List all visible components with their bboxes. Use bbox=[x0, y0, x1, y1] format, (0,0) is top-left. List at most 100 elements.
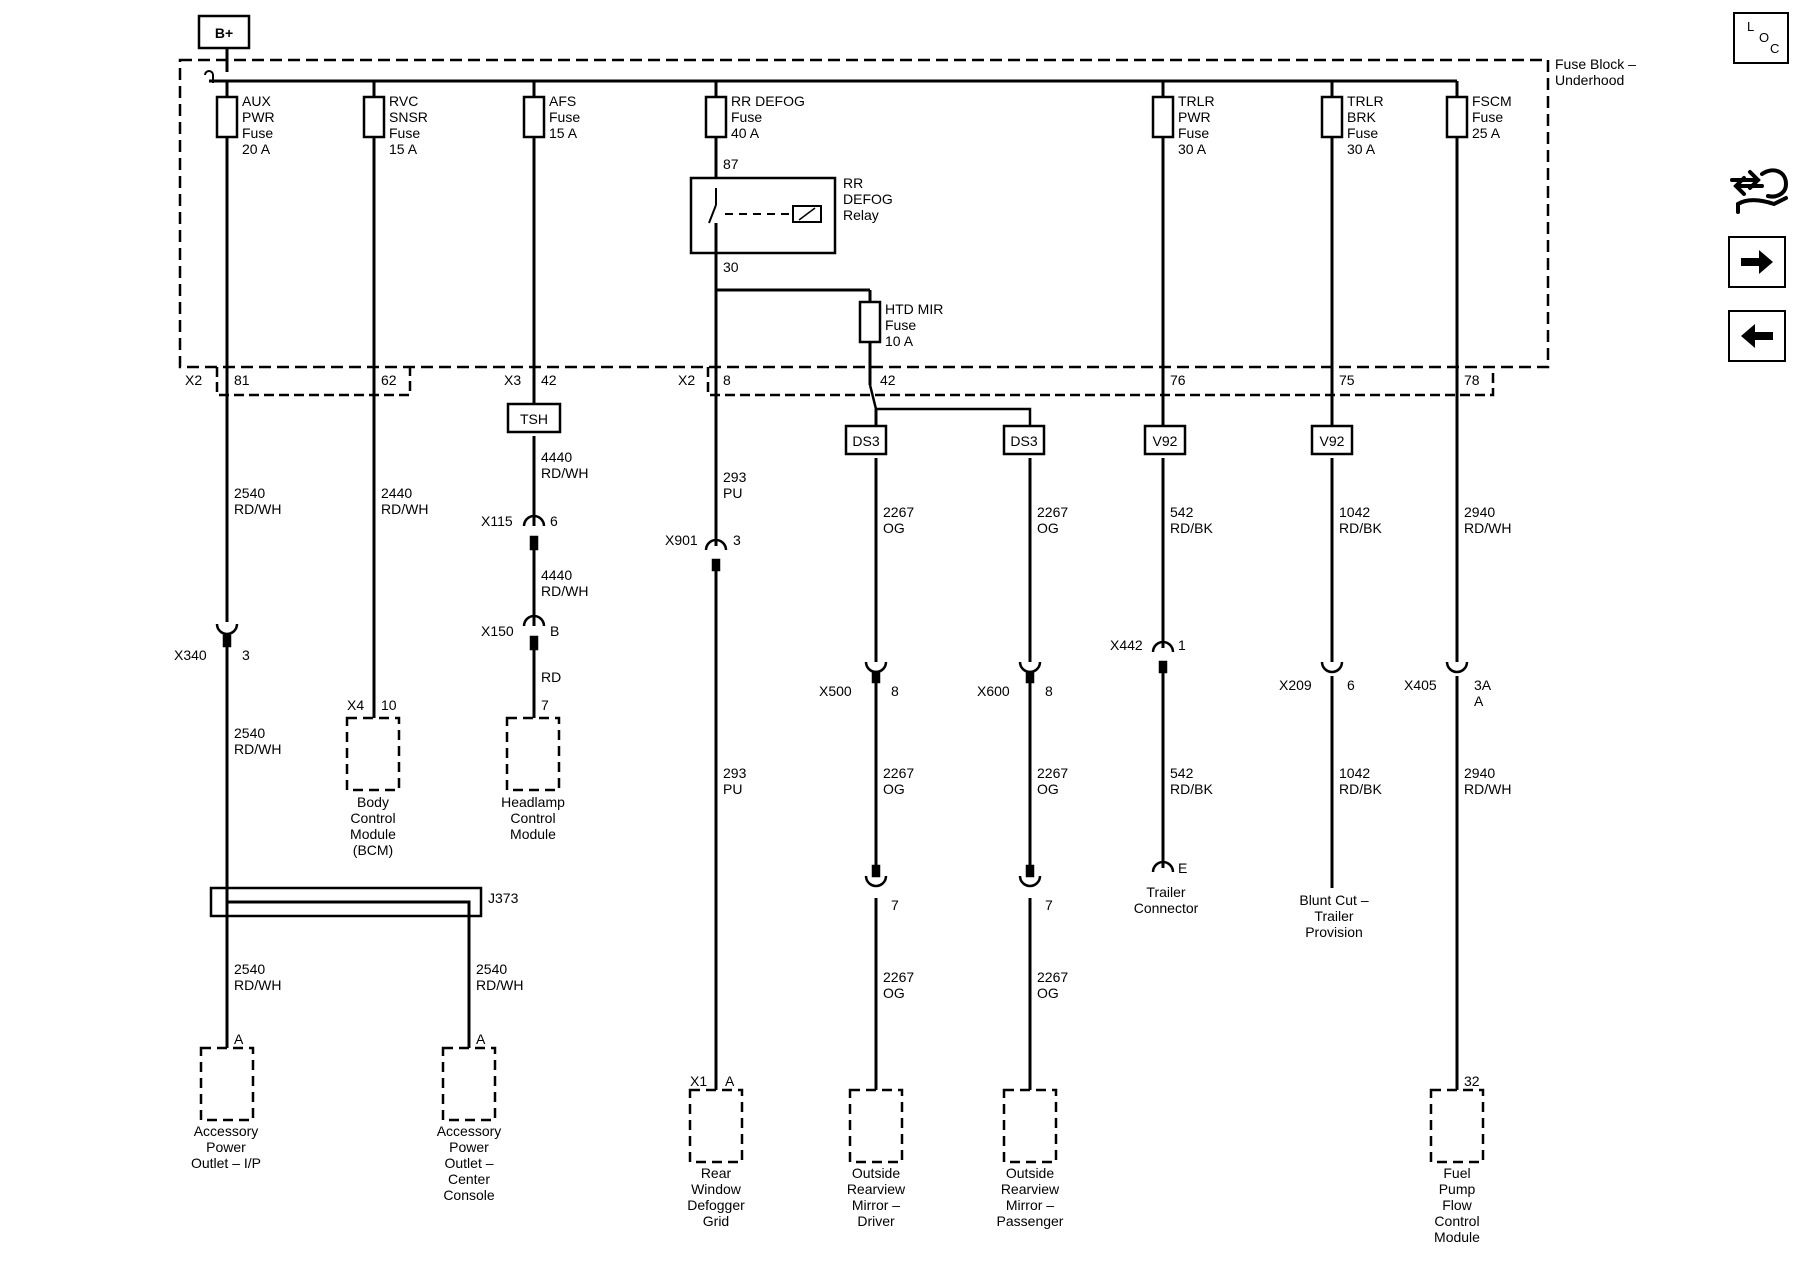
fuse-label: TRLR bbox=[1347, 93, 1384, 109]
wire-label: 2267 bbox=[883, 765, 914, 781]
component-name: Module bbox=[350, 826, 396, 842]
fuse-block-pin: 76 bbox=[1170, 372, 1186, 388]
relay-label: RR bbox=[843, 175, 863, 191]
v92-splice-box-pwr bbox=[1143, 424, 1187, 456]
j373-splice-block bbox=[209, 886, 483, 918]
component-name: Power bbox=[449, 1139, 489, 1155]
component-name: Grid bbox=[703, 1213, 729, 1229]
component-pin: 7 bbox=[541, 697, 549, 713]
component-name: Center bbox=[448, 1171, 490, 1187]
relay-label: Relay bbox=[843, 207, 879, 223]
wire-label: RD/WH bbox=[234, 741, 281, 757]
inline-connector-symbols bbox=[215, 514, 1469, 888]
component-name: Rearview bbox=[1001, 1181, 1060, 1197]
wire-label: OG bbox=[883, 520, 905, 536]
wire-label: RD/WH bbox=[541, 583, 588, 599]
component-name: Fuel bbox=[1443, 1165, 1470, 1181]
inline-connector-pin: 3 bbox=[733, 532, 741, 548]
fuse-label: TRLR bbox=[1178, 93, 1215, 109]
component-labels: BodyControlModule(BCM)HeadlampControlMod… bbox=[191, 794, 1480, 1245]
inline-connector-name: X150 bbox=[481, 623, 514, 639]
component-name: Headlamp bbox=[501, 794, 565, 810]
fuse-block-pin: 42 bbox=[541, 372, 557, 388]
loc-button[interactable]: L O C bbox=[1733, 12, 1789, 64]
fuse-label: BRK bbox=[1347, 109, 1376, 125]
x3-label: X3 bbox=[504, 372, 521, 388]
wire-label: OG bbox=[883, 781, 905, 797]
fuse-block-outline bbox=[178, 58, 1550, 369]
wire-label: RD/WH bbox=[1464, 520, 1511, 536]
fuse-block-pin: 81 bbox=[234, 372, 250, 388]
arrow-left-icon bbox=[1741, 324, 1773, 348]
arrow-right-button[interactable] bbox=[1728, 236, 1786, 288]
mirror-passenger-box bbox=[1002, 1088, 1058, 1164]
fuse-block-pin: 62 bbox=[381, 372, 397, 388]
arrow-left-button[interactable] bbox=[1728, 310, 1786, 362]
component-name: Blunt Cut – bbox=[1299, 892, 1368, 908]
wire-label: RD/WH bbox=[541, 465, 588, 481]
inline-connector-pin: 8 bbox=[891, 683, 899, 699]
aux-outlet-ip-box bbox=[199, 1046, 255, 1122]
inline-connector-pin: 7 bbox=[891, 897, 899, 913]
wire-label: 2267 bbox=[1037, 969, 1068, 985]
fuse-fscm bbox=[1445, 95, 1469, 139]
fuse-label: Fuse bbox=[242, 125, 273, 141]
component-name: Rear bbox=[701, 1165, 732, 1181]
component-pin: A bbox=[476, 1031, 486, 1047]
inline-connector-name: X209 bbox=[1279, 677, 1312, 693]
wire-label: RD/WH bbox=[234, 501, 281, 517]
fuse-afs bbox=[522, 95, 546, 139]
fuse-label: Fuse bbox=[1472, 109, 1503, 125]
wire-label: 1042 bbox=[1339, 504, 1370, 520]
wire-label: OG bbox=[883, 985, 905, 1001]
v92-splice-box-brk bbox=[1310, 424, 1354, 456]
splice-tag: V92 bbox=[1320, 433, 1345, 449]
inline-connector-pin: B bbox=[550, 623, 559, 639]
aux-outlet-console-box bbox=[441, 1046, 497, 1122]
fuse-label: PWR bbox=[1178, 109, 1211, 125]
fuse-trlr-pwr bbox=[1151, 95, 1175, 139]
fuse-label: Fuse bbox=[389, 125, 420, 141]
inline-connector-name: X115 bbox=[481, 513, 513, 529]
inline-connector-pin: 6 bbox=[1347, 677, 1355, 693]
harness-icon[interactable] bbox=[1728, 160, 1792, 218]
wire-label: 2267 bbox=[883, 969, 914, 985]
inline-connector-name: X901 bbox=[665, 532, 698, 548]
j373-label: J373 bbox=[488, 890, 519, 906]
component-name: Outside bbox=[1006, 1165, 1054, 1181]
x2-label-left: X2 bbox=[185, 372, 202, 388]
mirror-driver-box bbox=[848, 1088, 904, 1164]
component-pin: A bbox=[725, 1073, 735, 1089]
wire-label: 542 bbox=[1170, 765, 1194, 781]
fuse-label: 15 A bbox=[549, 125, 578, 141]
component-name: Control bbox=[510, 810, 555, 826]
inline-connector-name: X442 bbox=[1110, 637, 1143, 653]
wire-label: 293 bbox=[723, 765, 747, 781]
htd-mir-fuse-label: HTD MIR bbox=[885, 301, 943, 317]
component-name: Mirror – bbox=[1006, 1197, 1054, 1213]
wire-label: RD/BK bbox=[1170, 781, 1213, 797]
wire-label: 2540 bbox=[476, 961, 507, 977]
loc-letter-l: L bbox=[1747, 19, 1754, 34]
wire-label: 2440 bbox=[381, 485, 412, 501]
component-name: Connector bbox=[1134, 900, 1199, 916]
rear-defogger-box bbox=[688, 1088, 744, 1164]
x2-connector-outline-right bbox=[706, 367, 1495, 397]
loc-letter-o: O bbox=[1759, 30, 1769, 45]
x405-subpin: A bbox=[1474, 693, 1484, 709]
component-name: Provision bbox=[1305, 924, 1363, 940]
component-connector-name: X4 bbox=[347, 697, 364, 713]
x2-label-right: X2 bbox=[678, 372, 695, 388]
wire-label: 4440 bbox=[541, 449, 572, 465]
wire-label: 2267 bbox=[1037, 765, 1068, 781]
component-name: Outside bbox=[852, 1165, 900, 1181]
fuse-trlr-brk bbox=[1320, 95, 1344, 139]
splice-tag: V92 bbox=[1153, 433, 1178, 449]
inline-connector-name: X600 bbox=[977, 683, 1010, 699]
component-name: Power bbox=[206, 1139, 246, 1155]
loc-letter-c: C bbox=[1770, 41, 1779, 56]
splice-tag: DS3 bbox=[852, 433, 879, 449]
component-name: Console bbox=[443, 1187, 495, 1203]
